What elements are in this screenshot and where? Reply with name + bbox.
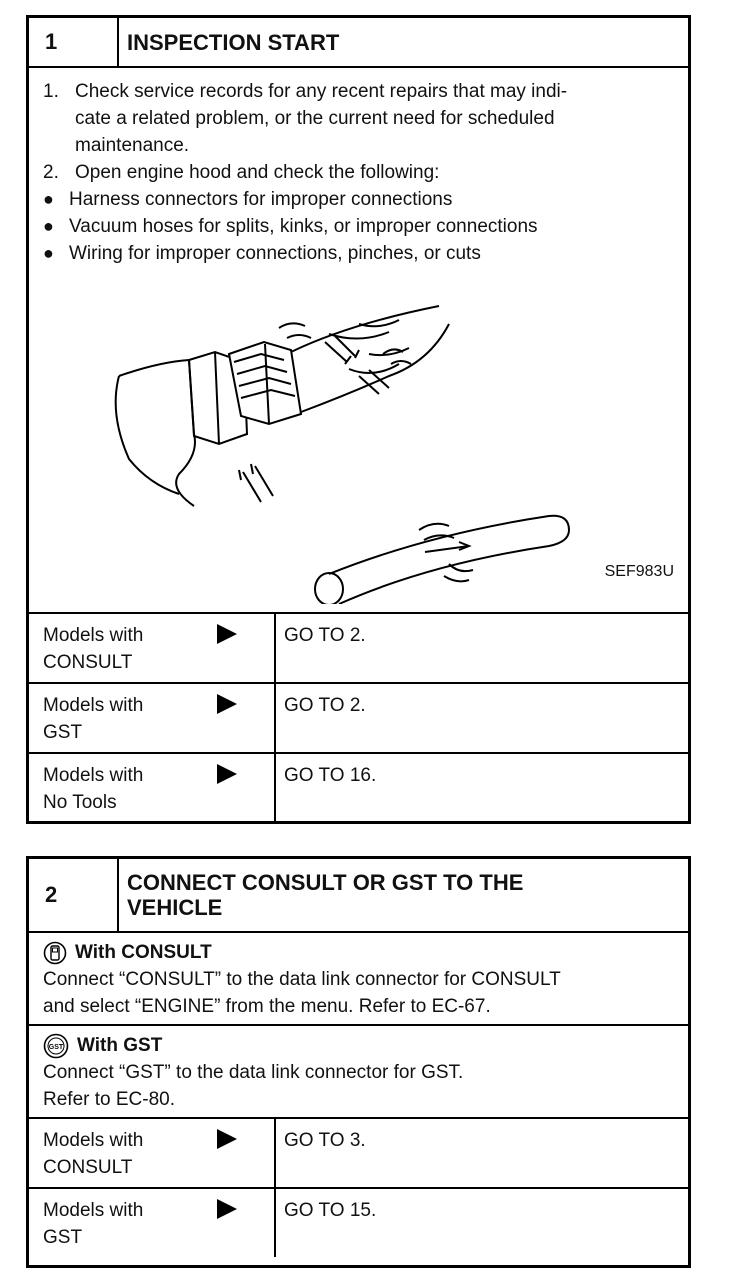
bullet-item: ● Harness connectors for improper connect…	[43, 186, 678, 213]
condition-text: CONSULT	[43, 1157, 133, 1178]
goto-cell: GO TO 2.	[284, 625, 366, 646]
consult-header: With CONSULT	[43, 939, 688, 966]
gst-icon: GST	[43, 1033, 69, 1058]
result-row: Models with GST GO TO 15.	[29, 1189, 688, 1257]
condition-text: Models with	[43, 625, 144, 646]
condition-text: Models with	[43, 695, 144, 716]
condition-text: Models with	[43, 765, 144, 786]
gst-section: GST With GST Connect “GST” to the data l…	[29, 1026, 688, 1119]
goto-cell: GO TO 3.	[284, 1130, 366, 1151]
condition-cell: Models with No Tools	[29, 754, 276, 822]
result-row: Models with No Tools GO TO 16.	[29, 754, 688, 822]
arrow-right-icon	[217, 1129, 237, 1149]
step-item: 2. Open engine hood and check the follow…	[43, 159, 678, 186]
arrow-right-icon	[217, 764, 237, 784]
goto-cell: GO TO 15.	[284, 1200, 377, 1221]
arrow-right-icon	[217, 694, 237, 714]
title-line: VEHICLE	[127, 895, 223, 920]
step-index: 2.	[43, 162, 59, 183]
result-row: Models with CONSULT GO TO 3.	[29, 1119, 688, 1189]
bullet-icon: ●	[43, 216, 54, 236]
step-text-line: Open engine hood and check the following…	[75, 162, 440, 183]
condition-cell: Models with CONSULT	[29, 614, 276, 682]
bullet-text: Wiring for improper connections, pinches…	[69, 243, 481, 264]
step-title: CONNECT CONSULT OR GST TO THE VEHICLE	[119, 859, 688, 931]
consult-section: With CONSULT Connect “CONSULT” to the da…	[29, 933, 688, 1026]
connect-consult-box: 2 CONNECT CONSULT OR GST TO THE VEHICLE …	[26, 856, 691, 1268]
gst-text-line: Connect “GST” to the data link connector…	[43, 1062, 464, 1083]
figure-code: SEF983U	[604, 563, 674, 580]
connector-hose-illustration	[114, 305, 571, 604]
arrow-right-icon	[217, 624, 237, 644]
bullet-item: ● Vacuum hoses for splits, kinks, or impr…	[43, 213, 678, 240]
gst-label: With GST	[77, 1035, 163, 1056]
consult-icon	[43, 941, 67, 964]
consult-text-line: Connect “CONSULT” to the data link conne…	[43, 969, 561, 990]
gst-icon-text: GST	[49, 1044, 64, 1051]
step-item: 1. Check service records for any recent …	[43, 78, 678, 159]
step-title: INSPECTION START	[127, 29, 340, 55]
result-row: Models with GST GO TO 2.	[29, 684, 688, 754]
condition-text: No Tools	[43, 792, 117, 813]
inspection-start-box: 1 INSPECTION START 1. Check service reco…	[26, 15, 691, 824]
step-index: 1.	[43, 81, 59, 102]
bullet-icon: ●	[43, 243, 54, 263]
arrow-right-icon	[217, 1199, 237, 1219]
step-number: 2	[29, 859, 119, 931]
bullet-icon: ●	[43, 189, 54, 209]
box-header: 1 INSPECTION START	[29, 18, 688, 68]
consult-label: With CONSULT	[75, 942, 212, 963]
condition-text: Models with	[43, 1130, 144, 1151]
result-row: Models with CONSULT GO TO 2.	[29, 614, 688, 684]
goto-cell: GO TO 2.	[284, 695, 366, 716]
condition-text: GST	[43, 1227, 83, 1248]
condition-cell: Models with GST	[29, 684, 276, 752]
bullet-text: Harness connectors for improper connecti…	[69, 189, 453, 210]
condition-cell: Models with GST	[29, 1189, 276, 1257]
step-number: 1	[29, 18, 119, 66]
bullet-text: Vacuum hoses for splits, kinks, or impro…	[69, 216, 538, 237]
step-text-line: Check service records for any recent rep…	[75, 81, 568, 102]
condition-text: Models with	[43, 1200, 144, 1221]
step-text-line: maintenance.	[75, 135, 190, 156]
condition-text: GST	[43, 722, 83, 743]
inspection-body: 1. Check service records for any recent …	[29, 68, 688, 614]
step-text-line: cate a related problem, or the current n…	[75, 108, 555, 129]
box-header: 2 CONNECT CONSULT OR GST TO THE VEHICLE	[29, 859, 688, 933]
gst-text-line: Refer to EC-80.	[43, 1089, 175, 1110]
gst-header: GST With GST	[43, 1032, 688, 1059]
bullet-item: ● Wiring for improper connections, pinche…	[43, 240, 678, 267]
goto-cell: GO TO 16.	[284, 765, 377, 786]
title-line: CONNECT CONSULT OR GST TO THE	[127, 870, 524, 895]
condition-cell: Models with CONSULT	[29, 1119, 276, 1187]
inspection-steps: 1. Check service records for any recent …	[43, 78, 678, 267]
condition-text: CONSULT	[43, 652, 133, 673]
consult-text-line: and select “ENGINE” from the menu. Refer…	[43, 996, 491, 1017]
